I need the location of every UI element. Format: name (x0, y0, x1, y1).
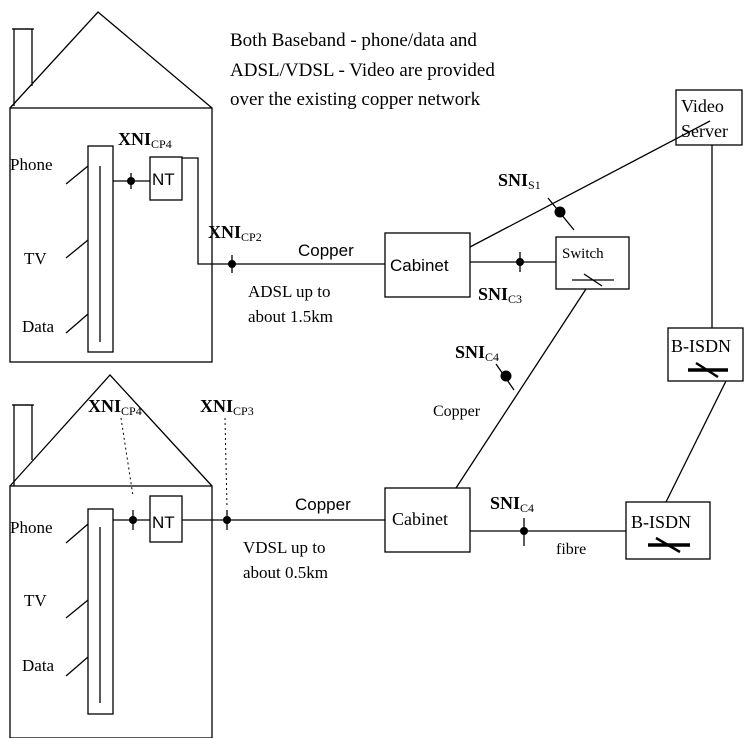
bottom-xni-cp3-node (223, 516, 231, 524)
top-range-line2: about 1.5km (248, 307, 333, 326)
bisdn-lower-box (625, 501, 711, 560)
bottom-data-connector (65, 656, 89, 677)
sni-s1-label: SNIS1 (498, 170, 541, 192)
fibre-label: fibre (556, 541, 586, 558)
bottom-house-body (9, 485, 213, 738)
top-house-body (9, 107, 213, 363)
top-house (9, 11, 232, 363)
top-cabinet-label: Cabinet (390, 256, 449, 275)
bottom-nt-box (149, 495, 183, 543)
bottom-xni-cp4-label: XNICP4 (88, 396, 142, 418)
sni-c4-bottom-node (520, 527, 528, 535)
top-phone-label: Phone (10, 155, 53, 174)
note-line3: over the existing copper network (230, 89, 481, 110)
sni-c3-label: SNIC3 (478, 284, 522, 306)
bottom-house (9, 374, 385, 738)
top-xni-cp2-label: XNICP2 (208, 222, 262, 244)
top-nt-drop-line (182, 157, 232, 265)
bottom-cabinet-box (384, 487, 471, 553)
bottom-tv-connector (65, 599, 89, 619)
sni-c4-mid-label: SNIC4 (455, 342, 499, 364)
bottom-xni-cp3-label: XNICP3 (200, 396, 254, 418)
top-xni-cp4-node (127, 177, 135, 185)
bottom-data-label: Data (22, 656, 55, 675)
bottom-tv-label: TV (24, 591, 47, 610)
top-xni-cp2-node (228, 260, 236, 268)
bottom-nt-label: NT (152, 513, 175, 532)
bisdn-lower-label: B-ISDN (631, 512, 691, 532)
top-tv-label: TV (24, 249, 47, 268)
top-tv-connector (65, 239, 89, 259)
bisdn-interconnect-line (665, 380, 727, 503)
switch-label: Switch (562, 246, 604, 262)
top-xni-cp4-label: XNICP4 (118, 129, 172, 151)
top-cabinet-box (384, 232, 471, 298)
top-nt-box (149, 156, 183, 201)
bottom-range-line1: VDSL up to (243, 538, 326, 557)
bisdn-upper-crossbar-icon (688, 361, 728, 379)
sni-c4-mid-node (500, 370, 512, 382)
switch-to-bottom-cabinet-line (455, 288, 587, 489)
top-phone-connector (65, 165, 89, 185)
top-house-roof (9, 11, 213, 109)
switch-crossbar-icon (572, 273, 614, 287)
video-server-label-line2: Server (681, 121, 728, 141)
note-line2: ADSL/VDSL - Video are provided (230, 60, 495, 81)
switch-box (555, 236, 630, 290)
bottom-house-chimney (13, 404, 33, 486)
note-line1: Both Baseband - phone/data and (230, 30, 477, 51)
bottom-xni-cp4-leader (120, 417, 134, 497)
sni-s1-node (554, 206, 566, 218)
bottom-copper-label: Copper (295, 495, 351, 514)
bisdn-upper-box (667, 327, 744, 382)
bottom-range-line2: about 0.5km (243, 563, 328, 582)
bisdn-upper-label: B-ISDN (671, 336, 731, 356)
sni-c4-bottom-label: SNIC4 (490, 493, 534, 515)
bottom-phone-connector (65, 523, 89, 544)
bottom-xni-cp4-node (129, 516, 137, 524)
bisdn-lower-crossbar-icon (648, 536, 690, 554)
bottom-house-roof (9, 374, 213, 487)
sni-c3-node (516, 258, 524, 266)
top-data-label: Data (22, 317, 55, 336)
top-data-connector (65, 313, 89, 334)
bottom-xni-cp3-leader (224, 417, 228, 509)
bottom-cabinet-label: Cabinet (392, 509, 448, 529)
copper-mid-label: Copper (433, 403, 481, 420)
cabinet-to-video-server-line (469, 120, 711, 248)
video-server-label-line1: Video (681, 96, 724, 116)
top-nt-label: NT (152, 170, 175, 189)
video-server-box (675, 89, 743, 146)
bottom-phone-label: Phone (10, 518, 53, 537)
top-copper-label: Copper (298, 241, 354, 260)
top-range-line1: ADSL up to (248, 282, 331, 301)
